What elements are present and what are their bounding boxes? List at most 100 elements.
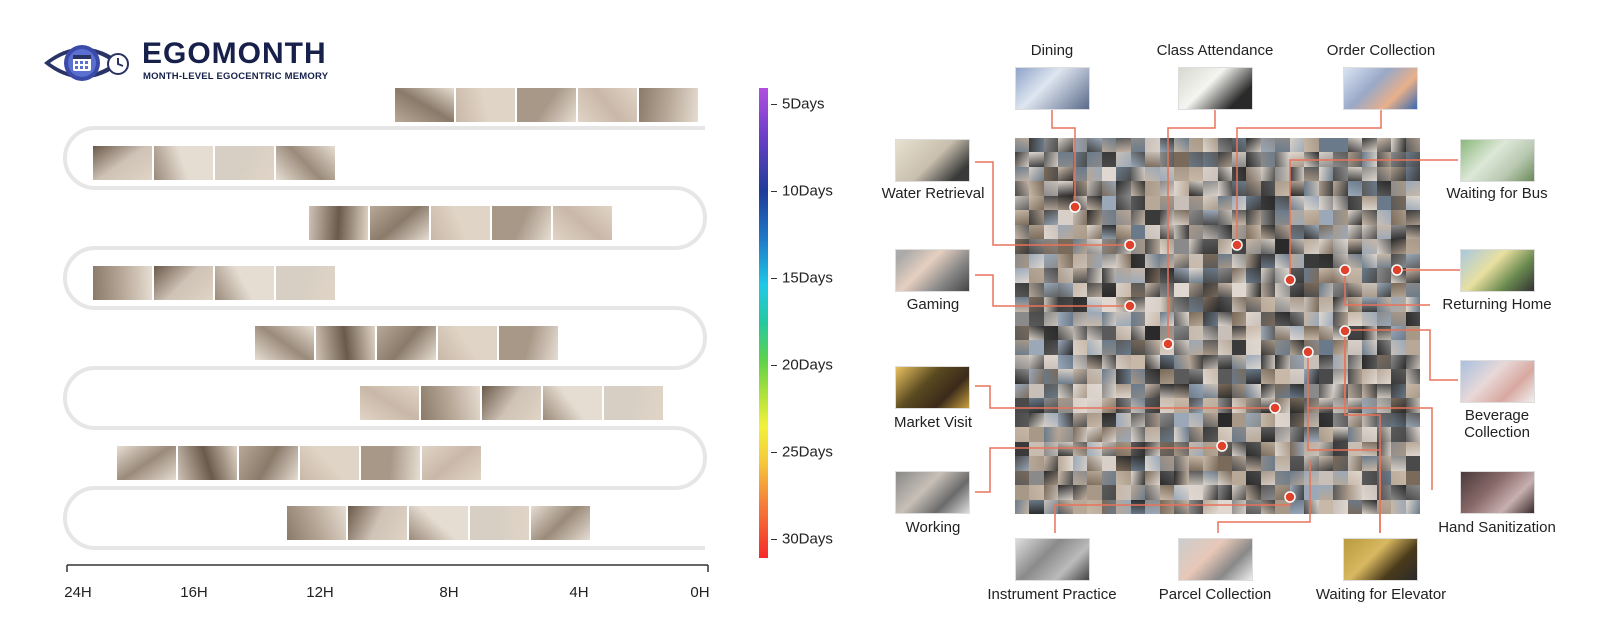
mosaic-tile [1260, 340, 1276, 356]
mosaic-tile [1289, 340, 1305, 356]
mosaic-tile [1289, 210, 1305, 226]
mosaic-tile [1376, 181, 1392, 197]
mosaic-tile [1318, 311, 1334, 327]
mosaic-tile [1159, 441, 1175, 457]
mosaic-tile [1015, 398, 1030, 414]
mosaic-tile [1217, 485, 1233, 501]
timeline-thumbnail [215, 266, 275, 300]
mosaic-tile [1029, 326, 1045, 341]
waiting-for-bus-photo [1460, 139, 1535, 182]
logo-eye-calendar-icon [42, 38, 132, 88]
mosaic-tile [1376, 138, 1392, 153]
mosaic-tile [1318, 456, 1334, 472]
mosaic-tile [1101, 239, 1117, 255]
dining-marker [1069, 201, 1081, 213]
mosaic-tile [1347, 253, 1363, 269]
mosaic-tile [1188, 427, 1204, 443]
mosaic-tile [1043, 470, 1059, 486]
mosaic-tile [1318, 383, 1334, 399]
mosaic-tile [1130, 427, 1146, 443]
mosaic-tile [1217, 398, 1233, 414]
mosaic-tile [1043, 282, 1059, 298]
mosaic-tile [1376, 398, 1392, 414]
mosaic-tile [1362, 253, 1378, 269]
mosaic-tile [1362, 195, 1378, 211]
timeline-thumbnail [309, 206, 369, 240]
mosaic-tile [1058, 427, 1074, 443]
mosaic-tile [1203, 297, 1218, 313]
mosaic-tile [1347, 369, 1363, 385]
mosaic-tile [1072, 253, 1088, 269]
mosaic-tile [1159, 485, 1175, 501]
mosaic-tile [1217, 195, 1233, 211]
mosaic-tile [1015, 195, 1030, 211]
mosaic-tile [1188, 166, 1204, 182]
mosaic-tile [1145, 311, 1161, 327]
mosaic-tile [1333, 166, 1349, 182]
mosaic-tile [1015, 456, 1030, 472]
mosaic-tile [1043, 412, 1059, 428]
mosaic-tile [1188, 253, 1204, 269]
mosaic-tile [1072, 224, 1088, 240]
mosaic-tile [1231, 456, 1247, 472]
mosaic-tile [1362, 138, 1378, 153]
mosaic-tile [1101, 224, 1117, 240]
mosaic-tile [1203, 253, 1218, 269]
mosaic-tile [1029, 224, 1045, 240]
mosaic-tile [1376, 268, 1392, 284]
mosaic-tile [1072, 427, 1088, 443]
mosaic-tile [1217, 210, 1233, 226]
instrument-practice-marker [1284, 491, 1296, 503]
mosaic-tile [1362, 166, 1378, 182]
dining-photo [1015, 67, 1090, 110]
mosaic-tile [1318, 195, 1334, 211]
mosaic-tile [1188, 499, 1204, 514]
mosaic-tile [1058, 268, 1074, 284]
mosaic-tile [1029, 412, 1045, 428]
axis-tick-0h: 0H [690, 584, 710, 601]
mosaic-tile [1376, 166, 1392, 182]
mosaic-tile [1391, 181, 1407, 197]
mosaic-tile [1405, 441, 1420, 457]
mosaic-tile [1043, 383, 1059, 399]
mosaic-tile [1391, 166, 1407, 182]
mosaic-tile [1015, 138, 1030, 153]
mosaic-tile [1304, 195, 1320, 211]
label-parcel-collection: Parcel Collection [1158, 586, 1272, 603]
mosaic-tile [1318, 138, 1334, 153]
mosaic-tile [1087, 354, 1103, 370]
mosaic-tile [1159, 297, 1175, 313]
mosaic-tile [1015, 383, 1030, 399]
mosaic-tile [1130, 326, 1146, 341]
mosaic-tile [1405, 224, 1420, 240]
mosaic-tile [1260, 210, 1276, 226]
mosaic-tile [1246, 253, 1262, 269]
mosaic-tile [1217, 239, 1233, 255]
mosaic-tile [1145, 470, 1161, 486]
mosaic-tile [1116, 383, 1132, 399]
colorbar-label-20days: 20Days [782, 356, 833, 374]
mosaic-tile [1174, 456, 1190, 472]
mosaic-tile [1304, 268, 1320, 284]
mosaic-tile [1188, 383, 1204, 399]
mosaic-tile [1203, 354, 1218, 370]
mosaic-tile [1333, 210, 1349, 226]
label-returning-home: Returning Home [1442, 296, 1552, 313]
mosaic-tile [1203, 383, 1218, 399]
mosaic-tile [1362, 282, 1378, 298]
timeline-thumbnail [470, 506, 530, 540]
mosaic-tile [1260, 427, 1276, 443]
mosaic-tile [1101, 427, 1117, 443]
mosaic-tile [1362, 210, 1378, 226]
mosaic-tile [1058, 138, 1074, 153]
mosaic-tile [1145, 340, 1161, 356]
timeline-thumbnail [93, 146, 153, 180]
mosaic-tile [1159, 456, 1175, 472]
mosaic-tile [1231, 268, 1247, 284]
timeline-thumbnail [578, 88, 638, 122]
mosaic-tile [1318, 253, 1334, 269]
mosaic-tile [1188, 152, 1204, 168]
mosaic-tile [1231, 224, 1247, 240]
mosaic-tile [1275, 239, 1291, 255]
mosaic-tile [1318, 441, 1334, 457]
